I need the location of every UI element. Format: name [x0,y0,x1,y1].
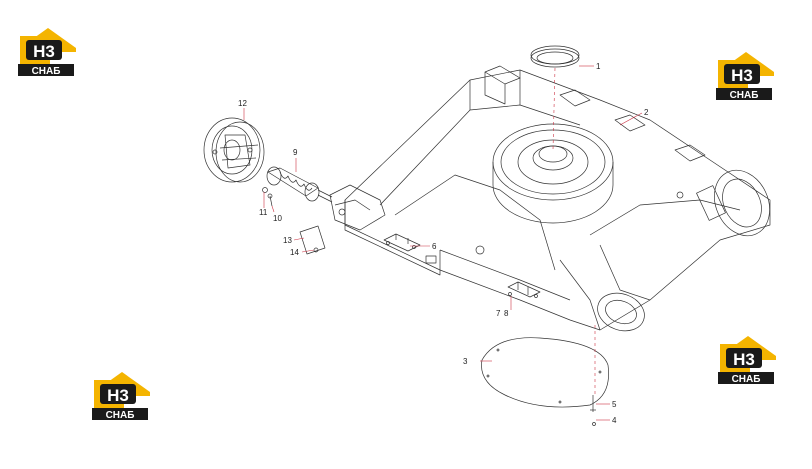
callout-8: 8 [504,309,509,318]
callout-9: 9 [293,148,298,157]
small-fasteners [263,188,273,207]
hose-clamp-bracket [384,234,420,251]
logo-mark: H3 [733,350,755,369]
brand-logo: H3 CHAБ [92,372,150,421]
logo-mark: H3 [107,386,129,405]
brand-logo: H3 CHAБ [718,336,776,385]
callout-1: 1 [596,62,601,71]
logo-text: CHAБ [730,90,759,101]
callout-14: 14 [290,248,299,257]
brand-logo: H3 CHAБ [716,52,774,101]
callout-10: 10 [273,214,282,223]
hose-clamp-bracket [508,282,540,298]
logo-mark: H3 [731,66,753,85]
seal-ring [531,46,579,67]
logo-text: CHAБ [106,410,135,421]
callout-11: 11 [259,208,268,217]
idler-wheel [204,118,264,182]
callout-4: 4 [612,416,617,425]
logo-text: CHAБ [32,66,61,77]
bottom-cover-plate [481,338,608,407]
track-frame [330,66,780,337]
logo-text: CHAБ [732,374,761,385]
callout-12: 12 [238,99,247,108]
callout-6: 6 [432,242,437,251]
logo-mark: H3 [33,42,55,61]
leader-lines [244,66,642,420]
bolt [590,395,596,426]
callout-2: 2 [644,108,649,117]
callout-3: 3 [463,357,468,366]
recoil-spring [267,167,332,202]
cover-plate-small [300,226,325,254]
callout-7: 7 [496,309,501,318]
callout-5: 5 [612,400,617,409]
slewing-ring [493,124,613,223]
brand-logo: H3 CHAБ [18,28,76,77]
callout-13: 13 [283,236,292,245]
